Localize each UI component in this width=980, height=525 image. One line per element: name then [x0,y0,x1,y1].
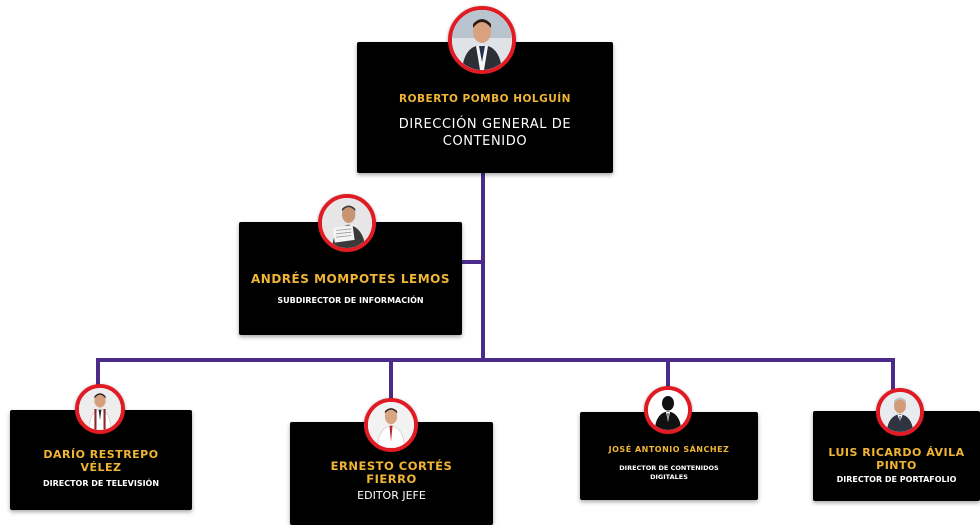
node-role: SUBDIRECTOR DE INFORMACIÓN [277,296,424,306]
person-photo-icon [318,194,376,252]
node-name: JOSÉ ANTONIO SÁNCHEZ [608,445,730,455]
node-name: LUIS RICARDO ÁVILA PINTO [828,446,965,472]
person-photo-icon [75,384,125,434]
node-name: ANDRÉS MOMPOTES LEMOS [251,271,450,286]
node-role: DIRECCIÓN GENERAL DE CONTENIDO [398,117,572,149]
node-name: DARÍO RESTREPO VÉLEZ [43,448,159,474]
person-photo-icon [364,398,418,452]
node-role: DIRECTOR DE CONTENIDOS DIGITALES [619,464,719,481]
person-photo-icon [876,388,924,436]
org-node-report-4[interactable]: LUIS RICARDO ÁVILA PINTO DIRECTOR DE POR… [813,411,980,501]
node-name: ROBERTO POMBO HOLGUÍN [399,93,571,106]
node-role: DIRECTOR DE PORTAFOLIO [836,474,957,484]
person-photo-icon [448,6,516,74]
org-node-root[interactable]: ROBERTO POMBO HOLGUÍN DIRECCIÓN GENERAL … [357,42,613,173]
node-name: ERNESTO CORTÉS FIERRO [330,458,453,487]
node-role: DIRECTOR DE TELEVISIÓN [42,478,160,488]
node-role: EDITOR JEFE [357,489,426,503]
org-node-assistant[interactable]: ANDRÉS MOMPOTES LEMOS SUBDIRECTOR DE INF… [239,222,462,335]
silhouette-icon [644,386,692,434]
